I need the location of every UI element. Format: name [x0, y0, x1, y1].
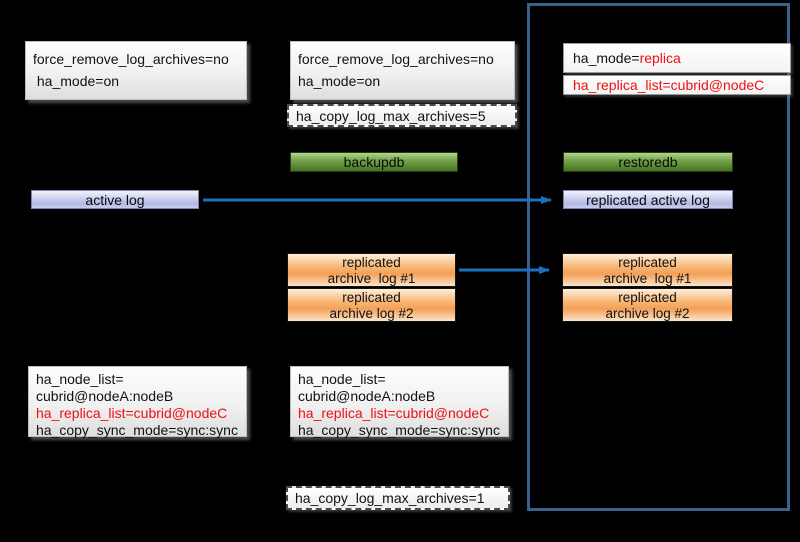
config-box-master-bottom: ha_node_list= cubrid@nodeA:nodeB ha_repl…	[28, 366, 247, 438]
config-line-replica-list: ha_replica_list=cubrid@nodeC	[298, 405, 490, 421]
archive-line: archive log #2	[329, 306, 414, 321]
archive-line: replicated	[342, 290, 401, 305]
config-line: cubrid@nodeA:nodeB	[36, 388, 174, 404]
backupdb-label: backupdb	[343, 154, 405, 170]
archive-line: replicated	[618, 290, 677, 305]
dashed-param-box-max-archives-1: ha_copy_log_max_archives=1	[286, 486, 510, 510]
config-line: force_remove_log_archives=no	[298, 51, 494, 67]
restoredb-command-bar: restoredb	[563, 152, 733, 172]
config-line: force_remove_log_archives=no	[33, 51, 229, 67]
archive-line: archive log #2	[605, 306, 690, 321]
active-log-label: active log	[85, 191, 145, 208]
slave-replicated-archive-log-1: replicated archive log #1	[287, 253, 456, 287]
replicated-active-log-bar: replicated active log	[563, 190, 733, 209]
archive-line: replicated	[618, 255, 677, 270]
archive-line: replicated	[342, 255, 401, 270]
config-line: ha_copy_sync_mode=sync:sync	[298, 422, 500, 438]
ha-mode-value: replica	[639, 50, 681, 66]
config-box-master-top: force_remove_log_archives=no ha_mode=on	[25, 41, 247, 100]
restoredb-label: restoredb	[618, 154, 678, 170]
active-log-bar: active log	[31, 190, 199, 209]
archive-line: archive log #1	[327, 271, 416, 286]
config-line: ha_mode=on	[298, 73, 381, 89]
config-line: ha_mode=on	[33, 73, 120, 89]
config-box-slave-top: force_remove_log_archives=no ha_mode=on	[290, 41, 515, 100]
config-line: ha_node_list=	[298, 371, 386, 387]
ha-mode-prefix: ha_mode=	[573, 50, 640, 66]
slave-replicated-archive-log-2: replicated archive log #2	[287, 288, 456, 322]
param-text: ha_copy_log_max_archives=1	[295, 490, 485, 506]
archive-line: archive log #1	[603, 271, 692, 286]
replica-replicated-archive-log-1: replicated archive log #1	[562, 253, 733, 287]
config-line: cubrid@nodeA:nodeB	[298, 388, 436, 404]
replica-replicated-archive-log-2: replicated archive log #2	[562, 288, 733, 322]
replica-list-box: ha_replica_list=cubrid@nodeC	[563, 75, 791, 95]
param-text: ha_copy_log_max_archives=5	[296, 107, 486, 124]
config-line: ha_node_list=	[36, 371, 124, 387]
config-line-replica-list: ha_replica_list=cubrid@nodeC	[36, 405, 228, 421]
config-line: ha_copy_sync_mode=sync:sync	[36, 422, 238, 438]
dashed-param-box-max-archives-5: ha_copy_log_max_archives=5	[287, 104, 517, 127]
replica-node-panel	[527, 3, 790, 511]
replica-ha-mode-box: ha_mode=replica	[563, 43, 791, 73]
replica-list-text: ha_replica_list=cubrid@nodeC	[573, 77, 765, 93]
replicated-active-log-label: replicated active log	[586, 191, 710, 208]
backupdb-command-bar: backupdb	[290, 152, 458, 172]
config-box-slave-bottom: ha_node_list= cubrid@nodeA:nodeB ha_repl…	[290, 366, 509, 438]
